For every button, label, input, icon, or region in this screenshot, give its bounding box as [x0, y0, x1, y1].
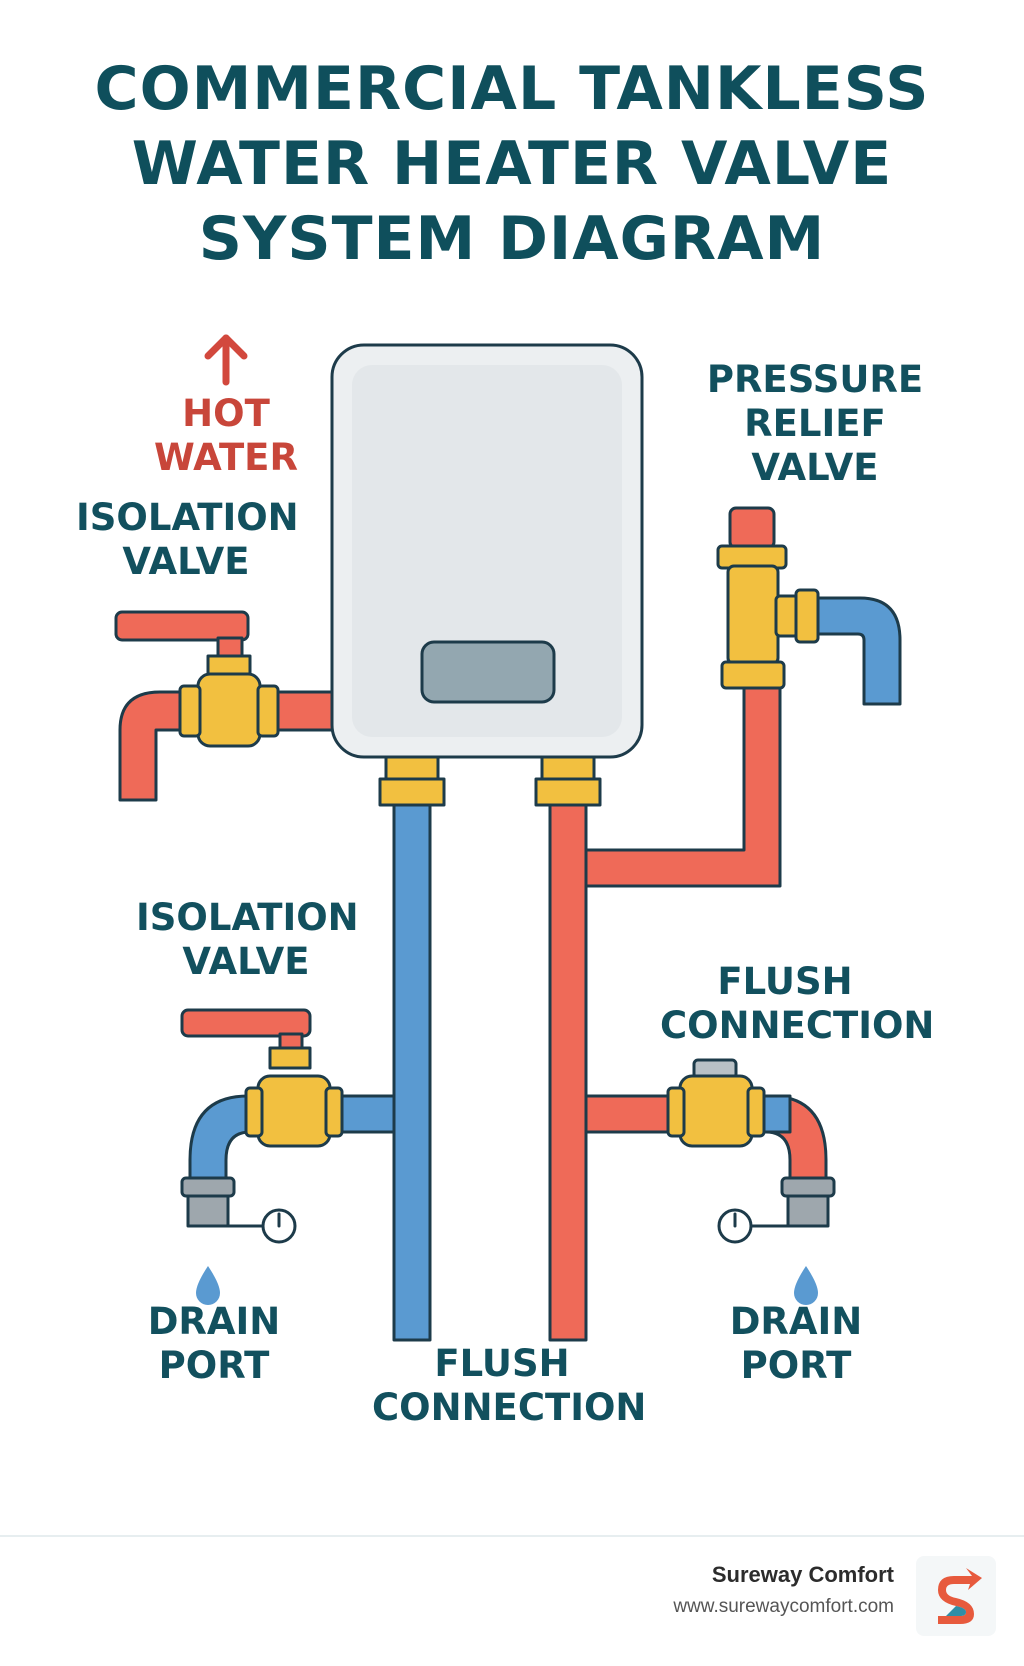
brand-name: Sureway Comfort: [711, 1562, 894, 1587]
bottom-isolation-valve-body: [256, 1074, 332, 1148]
brand-url: www.surewaycomfort.com: [673, 1596, 894, 1617]
isolation-valve-bottom-label: ISOLATION VALVE: [136, 896, 359, 983]
relief-valve-cap: [728, 506, 776, 550]
hot-outlet-fitting: [540, 755, 596, 781]
footer-divider: [0, 1535, 1024, 1537]
brand-logo-icon: [916, 1556, 996, 1636]
isolation-valve-top-label: ISOLATION VALVE: [76, 496, 299, 583]
drain-port-left-label: DRAIN PORT: [147, 1300, 281, 1387]
water-drop-icon: [794, 1266, 818, 1305]
pressure-relief-valve-label: PRESSURE RELIEF VALVE: [706, 358, 924, 489]
page-title: COMMERCIAL TANKLESS WATER HEATER VALVE S…: [0, 52, 1024, 277]
relief-valve-body: [726, 564, 780, 666]
water-drop-icon: [196, 1266, 220, 1305]
hot-outlet-pipe: [118, 690, 336, 802]
flush-valve-body: [678, 1074, 754, 1148]
flush-connection-bottom-label: FLUSH CONNECTION: [372, 1342, 647, 1429]
drain-port-right-label: DRAIN PORT: [729, 1300, 863, 1387]
title-line-3: SYSTEM DIAGRAM: [198, 204, 826, 274]
hot-return-pipe: [548, 798, 588, 1342]
up-arrow-icon: [204, 334, 248, 386]
left-drain-cap: [180, 1176, 236, 1198]
right-drain-cap: [780, 1176, 836, 1198]
heater-display: [420, 640, 556, 704]
bottom-isolation-valve-handle: [180, 1008, 312, 1038]
top-isolation-valve-handle: [114, 610, 250, 642]
hot-water-label: HOT WATER: [154, 392, 298, 479]
cold-supply-pipe: [392, 798, 432, 1342]
title-line-2: WATER HEATER VALVE: [131, 129, 893, 199]
cold-inlet-fitting: [384, 755, 440, 781]
flush-connection-right-label: FLUSH CONNECTION: [660, 960, 935, 1047]
relief-outlet-pipe: [810, 596, 902, 706]
top-isolation-valve-body: [196, 672, 262, 748]
title-line-1: COMMERCIAL TANKLESS: [94, 54, 930, 124]
